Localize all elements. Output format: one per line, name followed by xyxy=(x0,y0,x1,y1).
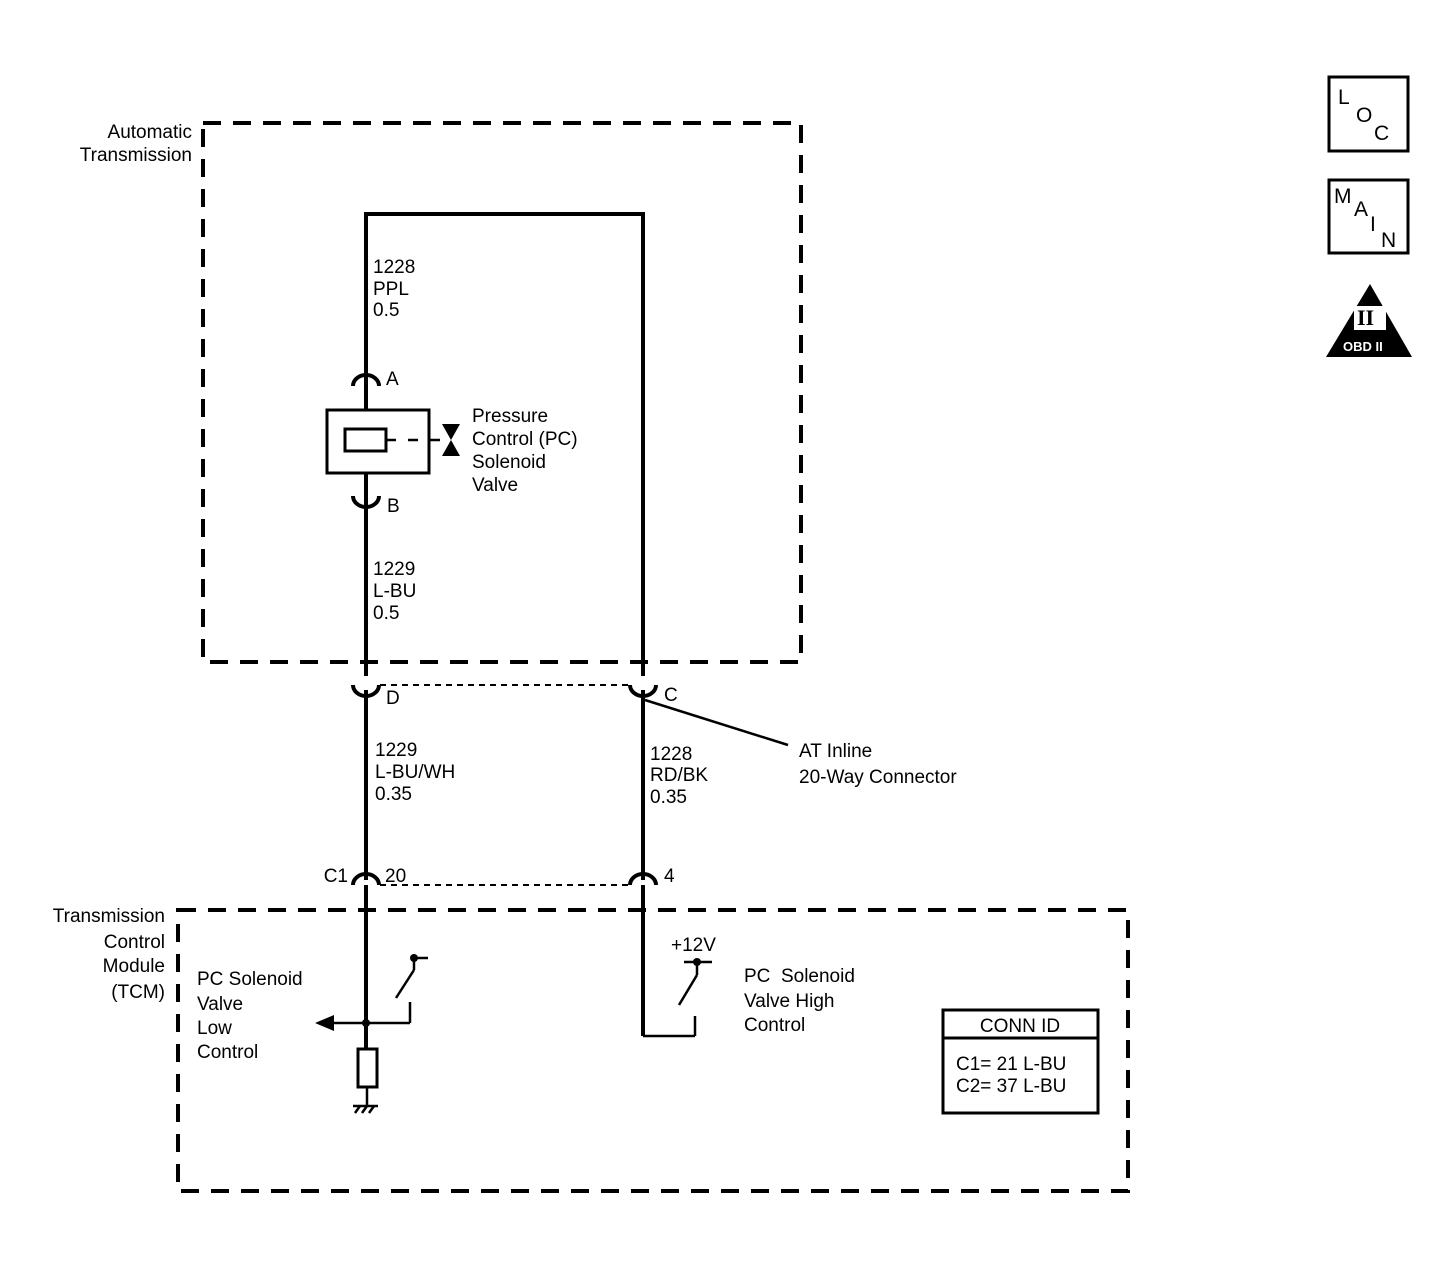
solenoid-label-1: Pressure xyxy=(472,406,548,427)
low-control-label-3: Low xyxy=(197,1018,232,1039)
wire-1229-lbuwh-size: 0.35 xyxy=(375,784,412,805)
wire-1229-lbu-circuit: 1229 xyxy=(373,559,415,580)
conn-id-table: CONN ID C1= 21 L-BU C2= 37 L-BU xyxy=(941,1008,1100,1115)
inline-connector-label-1: AT Inline xyxy=(799,741,872,762)
conn-id-line-2: C2= 37 L-BU xyxy=(956,1076,1066,1097)
high-control-label-3: Control xyxy=(744,1015,805,1036)
pin-a-label: A xyxy=(386,369,399,390)
pin-d-label: D xyxy=(386,688,400,709)
loc-letter-3: C xyxy=(1374,122,1389,145)
solenoid-label-4: Valve xyxy=(472,475,518,496)
high-control-label-1: PC Solenoid xyxy=(744,966,855,987)
pin-a-terminal xyxy=(351,373,381,387)
tcm-label-3: Module xyxy=(103,956,165,977)
supply-12v-label: +12V xyxy=(671,935,716,956)
tcm-boundary xyxy=(176,908,1130,1193)
main-letter-1: M xyxy=(1334,185,1352,208)
obd-label: OBD II xyxy=(1343,339,1383,354)
obd-numeral: II xyxy=(1357,305,1374,330)
wire-1228-ppl-color: PPL xyxy=(373,279,409,300)
automatic-transmission-label-1: Automatic xyxy=(108,122,192,143)
low-control-label-2: Valve xyxy=(197,994,243,1015)
loc-badge[interactable]: L O C xyxy=(1327,75,1410,153)
low-control-label-4: Control xyxy=(197,1042,258,1063)
solenoid-label-3: Solenoid xyxy=(472,452,546,473)
high-side-driver xyxy=(641,885,712,1038)
pin-4-terminal xyxy=(628,872,658,886)
obd-ii-badge[interactable]: II OBD II xyxy=(1326,284,1412,357)
main-letter-3: I xyxy=(1370,213,1376,236)
conn-id-title: CONN ID xyxy=(980,1016,1060,1037)
automatic-transmission-boundary xyxy=(201,121,803,664)
wire-1229-lbuwh-color: L-BU/WH xyxy=(375,762,455,783)
high-control-label-2: Valve High xyxy=(744,991,834,1012)
conn-id-line-1: C1= 21 L-BU xyxy=(956,1054,1066,1075)
pin-20-terminal xyxy=(351,872,381,886)
pc-solenoid-valve[interactable] xyxy=(325,408,460,475)
wire-1229-lbu-color: L-BU xyxy=(373,581,416,602)
automatic-transmission-label-2: Transmission xyxy=(80,145,192,166)
main-letter-4: N xyxy=(1381,229,1396,252)
pin-c-label: C xyxy=(664,685,678,706)
connector-c1-label: C1 xyxy=(324,866,348,887)
main-badge[interactable]: M A I N xyxy=(1327,178,1410,255)
wire-1228-ppl-size: 0.5 xyxy=(373,300,399,321)
inline-connector-label-2: 20-Way Connector xyxy=(799,767,957,788)
tcm-label-4: (TCM) xyxy=(111,982,165,1003)
wire-1228-rdbk-size: 0.35 xyxy=(650,787,687,808)
loc-letter-2: O xyxy=(1356,104,1372,127)
wire-1228-rdbk-circuit: 1228 xyxy=(650,744,692,765)
wire-1228-ppl xyxy=(364,212,645,676)
tcm-label-1: Transmission xyxy=(53,906,165,927)
loc-letter-1: L xyxy=(1338,86,1350,109)
tcm-label-2: Control xyxy=(104,932,165,953)
low-control-label-1: PC Solenoid xyxy=(197,969,303,990)
solenoid-label-2: Control (PC) xyxy=(472,429,578,450)
wire-1229-lbu-size: 0.5 xyxy=(373,603,399,624)
wire-1229-lbuwh-circuit: 1229 xyxy=(375,740,417,761)
main-letter-2: A xyxy=(1354,198,1368,221)
pin-4-label: 4 xyxy=(664,866,675,887)
pin-20-label: 20 xyxy=(385,866,406,887)
wire-1228-rdbk-color: RD/BK xyxy=(650,765,708,786)
wire-1228-ppl-circuit: 1228 xyxy=(373,257,415,278)
low-side-driver xyxy=(315,885,428,1114)
pin-b-label: B xyxy=(387,496,400,517)
